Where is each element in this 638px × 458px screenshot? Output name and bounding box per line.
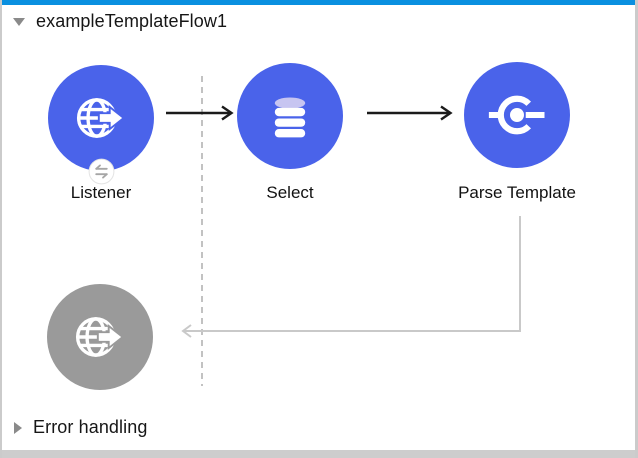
connector-select-to-parse-template[interactable] bbox=[367, 105, 453, 121]
collapse-triangle-down-icon[interactable] bbox=[13, 17, 25, 26]
flow-header[interactable]: exampleTemplateFlow1 bbox=[13, 11, 227, 32]
error-handling-header[interactable]: Error handling bbox=[14, 417, 147, 438]
error-handling-label: Error handling bbox=[33, 417, 148, 437]
node-listener-response[interactable] bbox=[47, 284, 153, 390]
flow-selection-bar bbox=[0, 0, 638, 5]
node-parse-template[interactable] bbox=[464, 62, 570, 168]
globe-arrow-icon bbox=[75, 317, 125, 357]
flow-title: exampleTemplateFlow1 bbox=[36, 11, 228, 31]
left-frame-border bbox=[0, 0, 2, 458]
collapse-triangle-right-icon[interactable] bbox=[14, 421, 22, 434]
node-select[interactable] bbox=[237, 63, 343, 169]
right-frame-border bbox=[635, 0, 638, 458]
node-label-select: Select bbox=[266, 183, 314, 202]
database-icon bbox=[274, 97, 306, 138]
node-label-listener: Listener bbox=[70, 183, 132, 202]
node-listener[interactable] bbox=[48, 65, 154, 171]
connector-listener-to-select[interactable] bbox=[166, 105, 234, 121]
globe-arrow-icon bbox=[76, 98, 126, 138]
request-response-icon bbox=[88, 158, 115, 185]
parse-template-icon bbox=[488, 95, 545, 135]
bottom-frame-bar bbox=[0, 450, 638, 458]
connector-response-elbow bbox=[181, 216, 521, 338]
node-label-parse-template: Parse Template bbox=[458, 183, 576, 202]
